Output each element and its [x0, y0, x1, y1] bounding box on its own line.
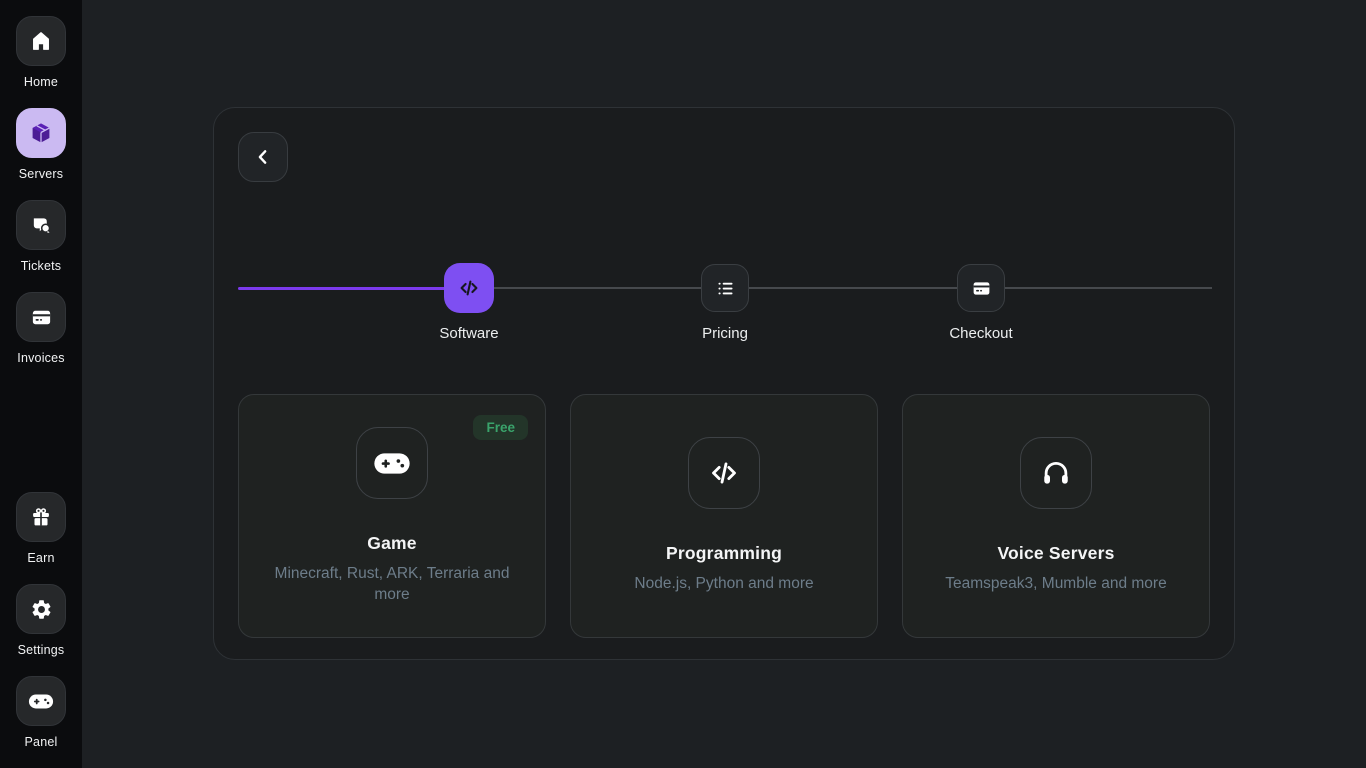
category-title: Voice Servers [997, 543, 1114, 564]
code-icon [457, 276, 481, 300]
category-subtitle: Node.js, Python and more [634, 574, 813, 594]
panel-button[interactable] [16, 676, 66, 726]
category-card-programming[interactable]: Programming Node.js, Python and more [570, 394, 878, 638]
category-title: Programming [666, 543, 782, 564]
sidebar-item-panel: Panel [0, 676, 82, 749]
sidebar-item-invoices: Invoices [0, 292, 82, 365]
cube-icon [29, 121, 53, 145]
earn-button[interactable] [16, 492, 66, 542]
settings-button[interactable] [16, 584, 66, 634]
home-button[interactable] [16, 16, 66, 66]
list-icon [715, 278, 736, 299]
sidebar-label: Home [24, 75, 58, 89]
sidebar-item-home: Home [0, 16, 82, 89]
sidebar-label: Servers [19, 167, 63, 181]
category-subtitle: Teamspeak3, Mumble and more [945, 574, 1166, 594]
category-icon-box [1020, 437, 1092, 509]
step-checkout[interactable] [957, 264, 1005, 312]
category-card-game[interactable]: Free Game Minecraft, Rust, ARK, Terraria… [238, 394, 546, 638]
sidebar-item-earn: Earn [0, 492, 82, 565]
category-icon-box [356, 427, 428, 499]
order-wizard-panel: Software Pricing Checkout Free [213, 107, 1235, 660]
tickets-button[interactable] [16, 200, 66, 250]
sidebar-label: Tickets [21, 259, 62, 273]
category-cards-row: Free Game Minecraft, Rust, ARK, Terraria… [238, 394, 1210, 638]
sidebar-label: Invoices [17, 351, 64, 365]
home-icon [30, 30, 52, 52]
gift-icon [30, 506, 52, 528]
servers-button[interactable] [16, 108, 66, 158]
sidebar-label: Settings [18, 643, 65, 657]
stepper-progress [238, 287, 469, 290]
chat-bubbles-icon [30, 214, 53, 237]
sidebar: Home Servers [0, 0, 82, 768]
sidebar-item-servers: Servers [0, 108, 82, 181]
sidebar-label: Panel [25, 735, 58, 749]
sidebar-item-settings: Settings [0, 584, 82, 657]
step-software[interactable] [444, 263, 494, 313]
step-label-software: Software [399, 325, 539, 342]
back-button[interactable] [238, 132, 288, 182]
credit-card-icon [971, 278, 992, 299]
gamepad-icon [373, 451, 411, 476]
step-label-checkout: Checkout [911, 325, 1051, 342]
code-icon [707, 456, 741, 490]
gear-icon [30, 598, 53, 621]
invoices-button[interactable] [16, 292, 66, 342]
stepper-track [469, 287, 1212, 289]
category-subtitle: Minecraft, Rust, ARK, Terraria and more [275, 564, 510, 605]
step-label-pricing: Pricing [655, 325, 795, 342]
gamepad-icon [28, 693, 54, 710]
credit-card-icon [30, 306, 53, 329]
sidebar-item-tickets: Tickets [0, 200, 82, 273]
step-pricing[interactable] [701, 264, 749, 312]
headphones-icon [1040, 457, 1072, 489]
sidebar-label: Earn [27, 551, 54, 565]
category-card-voice-servers[interactable]: Voice Servers Teamspeak3, Mumble and mor… [902, 394, 1210, 638]
category-icon-box [688, 437, 760, 509]
category-title: Game [367, 533, 416, 554]
free-badge: Free [473, 415, 528, 440]
chevron-left-icon [252, 146, 274, 168]
